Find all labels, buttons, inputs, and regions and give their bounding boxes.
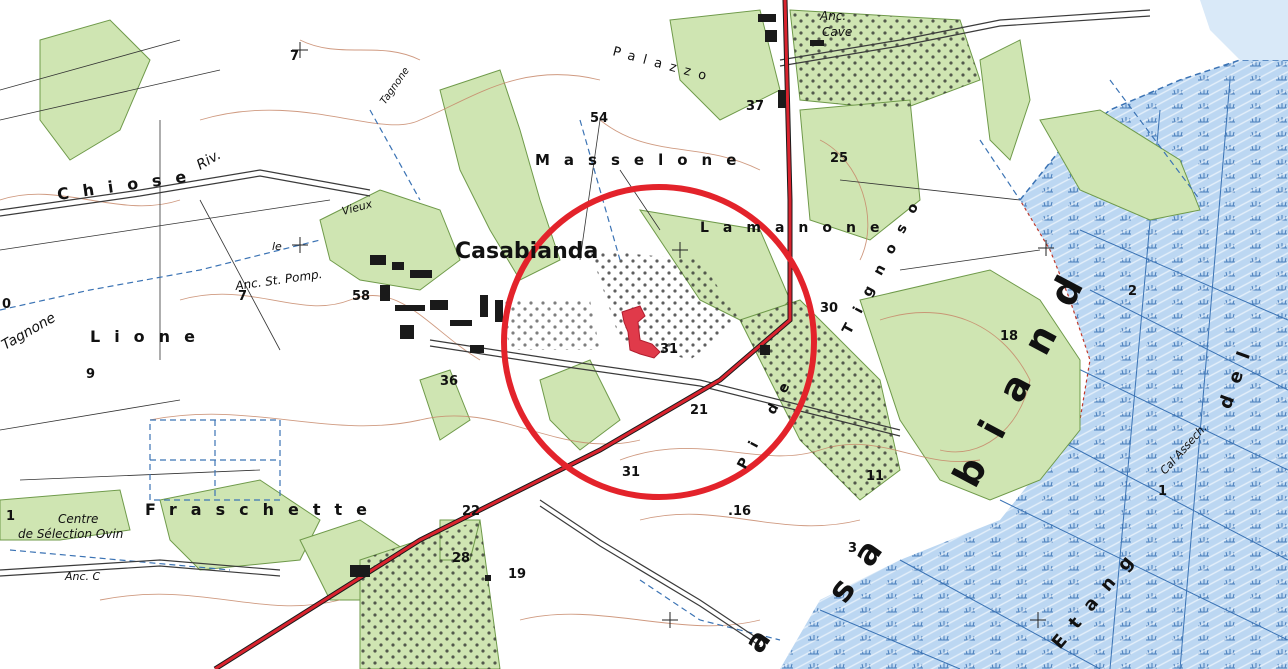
height-18: 18 (1000, 329, 1018, 344)
roads (0, 9, 1151, 647)
height-1a: 1 (1158, 484, 1167, 499)
height-1b: 1 (6, 509, 15, 524)
label-lamanone: Lamanone (700, 220, 893, 236)
height-31a: 31 (660, 342, 678, 357)
label-anc-c: Anc. C (64, 570, 101, 583)
height-21: 21 (690, 403, 708, 418)
label-casabianda: Casabianda (455, 239, 598, 264)
highlight-circle (501, 184, 817, 500)
height-28: 28 (452, 551, 470, 566)
height-54: 54 (590, 111, 608, 126)
height-3: 3 (848, 541, 857, 556)
height-25: 25 (830, 151, 848, 166)
label-anc: Anc. (819, 9, 846, 23)
height-16: .16 (728, 504, 751, 519)
label-le: le (272, 240, 282, 253)
height-19: 19 (508, 567, 526, 582)
label-lione: Lione (90, 327, 209, 346)
site-marker (621, 305, 661, 359)
height-31b: 31 (622, 465, 640, 480)
height-37: 37 (746, 99, 764, 114)
height-36: 36 (440, 374, 458, 389)
streams (0, 79, 1201, 641)
railway (213, 0, 793, 669)
height-22: 22 (462, 504, 480, 519)
label-fraschette: Fraschette (145, 500, 381, 519)
village-buildings (350, 14, 824, 581)
label-cave: Cave (822, 25, 852, 39)
height-30: 30 (820, 301, 838, 316)
height-9: 9 (86, 367, 95, 382)
label-centre: Centre (58, 512, 98, 526)
height-7: 7 (290, 49, 299, 64)
height-58: 58 (352, 289, 370, 304)
label-masselone: Masselone (535, 151, 750, 169)
height-2: 2 (1128, 284, 1137, 299)
field-boundaries (0, 39, 1041, 481)
height-0: 0 (2, 297, 11, 312)
contour-lines (0, 39, 1031, 627)
height-7b: 7 (238, 289, 247, 304)
spot-heights: 7 54 37 25 58 31 30 18 2 9 36 21 31 11 2… (2, 49, 1167, 582)
lagoon-top-strip (1200, 0, 1288, 60)
label-selection: de Sélection Ovin (18, 527, 123, 541)
grid-crosses (292, 42, 1054, 628)
height-11: 11 (866, 469, 884, 484)
